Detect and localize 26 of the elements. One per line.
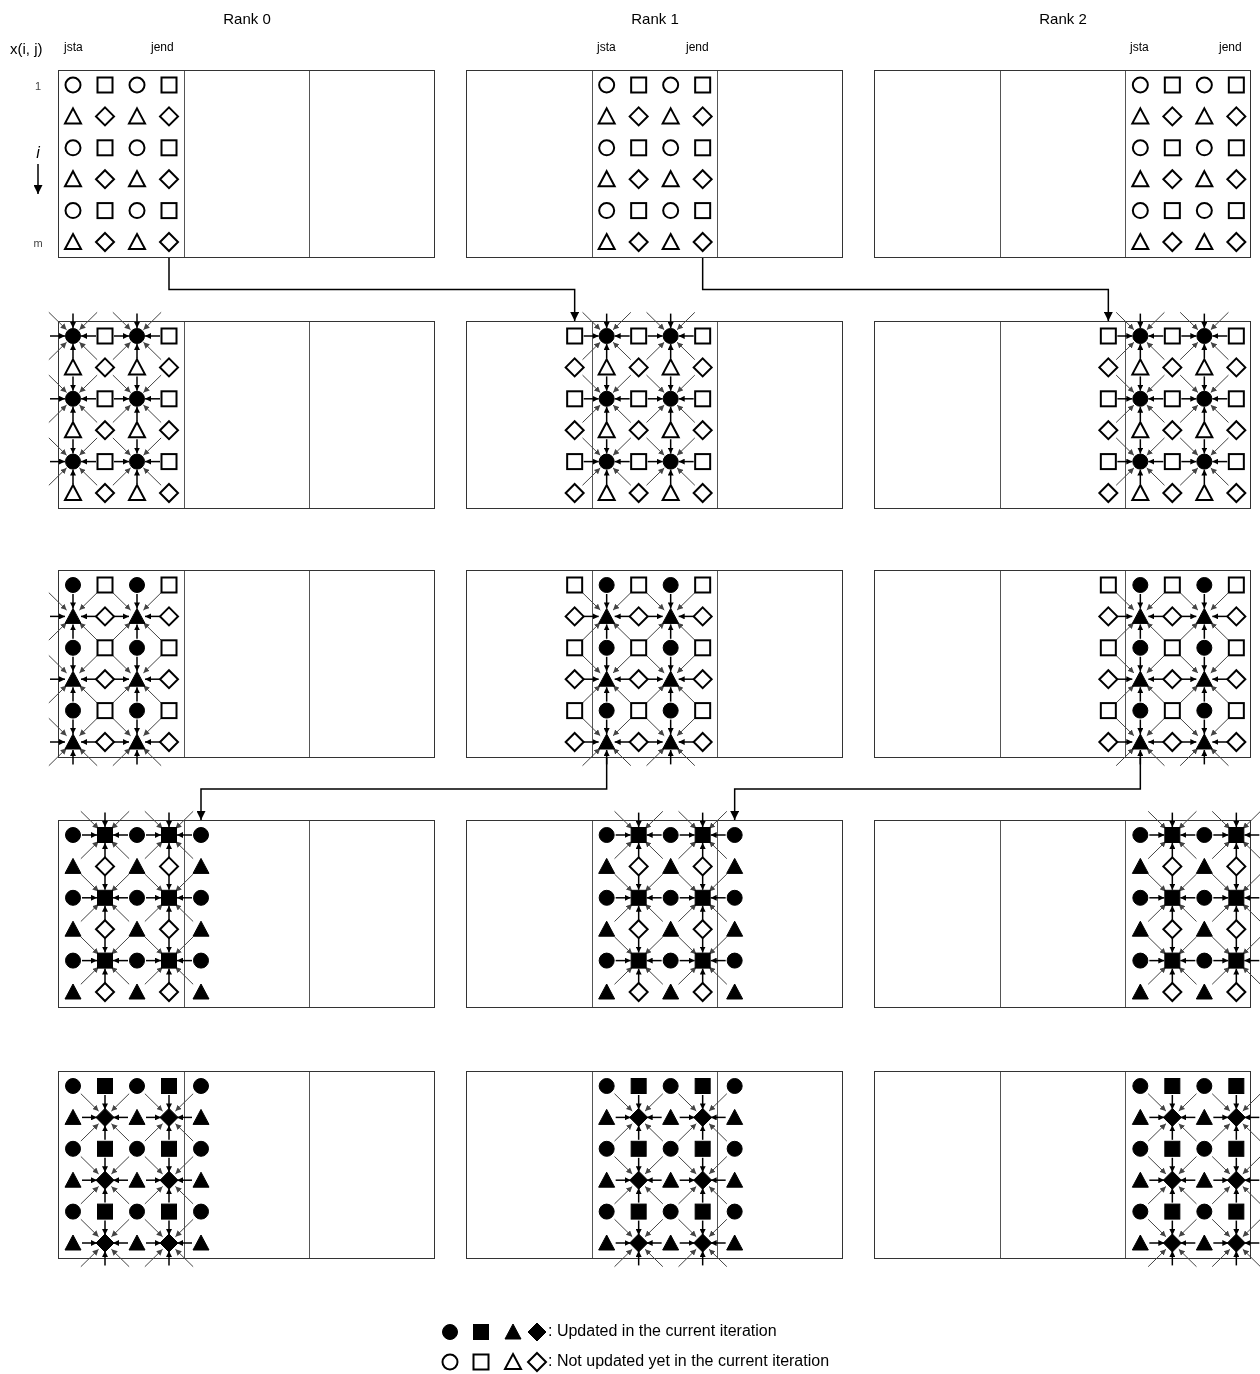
- array-panel: [466, 70, 843, 258]
- array-panel: [874, 70, 1251, 258]
- array-panel: [874, 1071, 1251, 1259]
- rank-label: Rank 0: [223, 11, 271, 26]
- column-label: jend: [686, 41, 709, 53]
- legend-text: : Updated in the current iteration: [548, 1323, 777, 1339]
- column-label: jend: [151, 41, 174, 53]
- rank-label: Rank 1: [631, 11, 679, 26]
- row-label: m: [33, 238, 43, 249]
- column-label: jsta: [1130, 41, 1149, 53]
- column-label: jsta: [597, 41, 616, 53]
- array-panel: [58, 570, 435, 758]
- row-label: 1: [34, 81, 42, 92]
- column-label: jsta: [64, 41, 83, 53]
- axis-label: i: [36, 145, 40, 161]
- array-panel: [874, 820, 1251, 1008]
- legend-text: : Not updated yet in the current iteration: [548, 1353, 830, 1369]
- array-panel: [58, 70, 435, 258]
- column-label: jend: [1219, 41, 1242, 53]
- rank-label: Rank 2: [1039, 11, 1087, 26]
- arrow: [168, 257, 580, 322]
- arrow: [196, 757, 608, 821]
- arrow: [701, 257, 1113, 322]
- arrow: [730, 757, 1142, 821]
- axis-label: x(i, j): [10, 41, 43, 56]
- array-panel: [58, 321, 435, 509]
